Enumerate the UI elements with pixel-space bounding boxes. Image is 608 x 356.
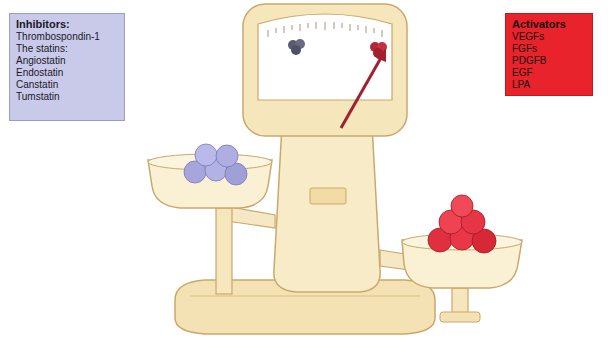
list-item: Angiostatin (16, 55, 118, 67)
pointer-head (376, 48, 386, 62)
dial-pointer (341, 56, 382, 128)
list-item: PDGFB (512, 55, 586, 67)
list-item: The statins: (16, 43, 118, 55)
red-balls (428, 195, 496, 253)
dial-face (258, 14, 392, 100)
list-item: Endostatin (16, 67, 118, 79)
dial-blue-icon (288, 39, 305, 55)
column-window (310, 188, 346, 204)
list-item: Tumstatin (16, 91, 118, 103)
list-item: Thrombospondin-1 (16, 31, 118, 43)
box-heading: Activators (512, 18, 586, 31)
list-item: LPA (512, 79, 586, 91)
box-heading: Inhibitors: (16, 18, 118, 31)
list-item: Canstatin (16, 79, 118, 91)
left-pan-stem (216, 208, 232, 294)
base-rim (190, 296, 420, 297)
scale-column (274, 125, 380, 292)
dial-housing (243, 4, 407, 136)
blue-balls (184, 144, 247, 185)
dial-ticks (268, 22, 382, 37)
right-pan-foot (440, 312, 480, 322)
inhibitors-box: Inhibitors:Thrombospondin-1The statins:A… (9, 13, 125, 121)
list-item: FGFs (512, 43, 586, 55)
activators-box: ActivatorsVEGFsFGFsPDGFBEGFLPA (505, 13, 593, 96)
list-item: VEGFs (512, 31, 586, 43)
list-item: EGF (512, 67, 586, 79)
